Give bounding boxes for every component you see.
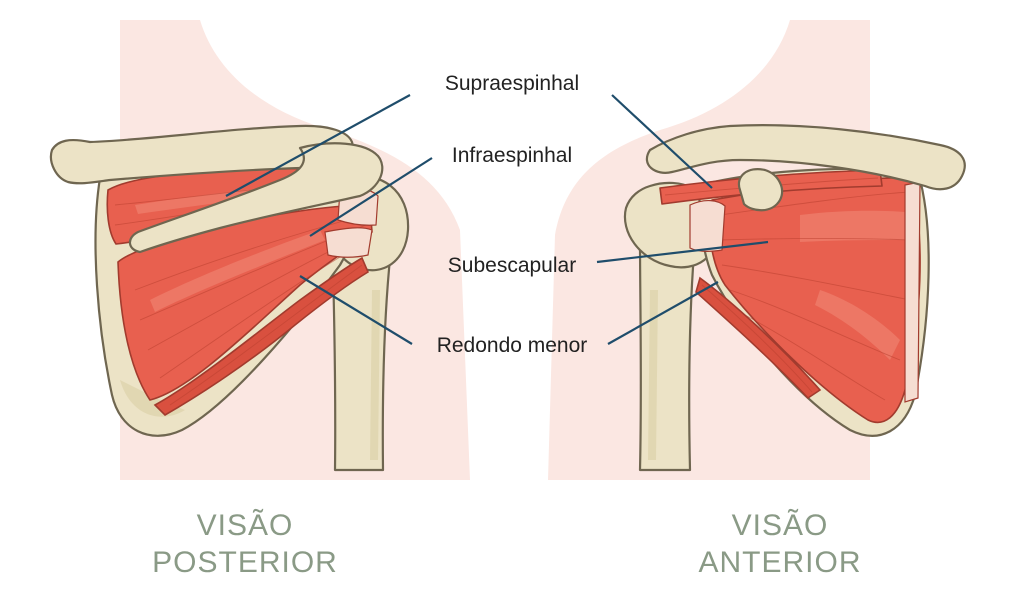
leader-teres-minor-posterior bbox=[299, 275, 413, 345]
label-infraspinatus: Infraespinhal bbox=[452, 144, 572, 167]
anterior-humerus bbox=[623, 181, 720, 472]
view-captions: VISÃO POSTERIOR VISÃO ANTERIOR bbox=[152, 508, 861, 579]
anterior-teres-minor-muscle bbox=[695, 276, 822, 400]
caption-posterior-line2: POSTERIOR bbox=[152, 546, 338, 579]
leader-supraspinatus-posterior bbox=[225, 94, 411, 197]
leader-infraspinatus bbox=[309, 157, 433, 237]
anterior-subscapularis-muscle bbox=[689, 176, 921, 424]
posterior-clavicle-acromion bbox=[49, 124, 384, 254]
posterior-teres-minor-muscle bbox=[153, 256, 370, 416]
leader-lines bbox=[225, 94, 769, 345]
caption-anterior-line1: VISÃO bbox=[732, 508, 829, 542]
posterior-view bbox=[49, 124, 410, 472]
posterior-infraspinatus-muscle bbox=[117, 204, 373, 401]
anterior-view bbox=[623, 124, 966, 472]
anterior-clavicle-coracoid bbox=[645, 124, 966, 212]
leader-subscapularis bbox=[596, 240, 769, 264]
caption-anterior-line2: ANTERIOR bbox=[698, 546, 861, 579]
label-supraspinatus: Supraespinhal bbox=[445, 72, 579, 95]
leader-teres-minor-anterior bbox=[607, 281, 719, 345]
caption-posterior-line1: VISÃO bbox=[197, 508, 294, 542]
leader-supraspinatus-anterior bbox=[611, 94, 713, 189]
muscle-labels: Supraespinhal Infraespinhal Subescapular… bbox=[437, 72, 588, 357]
label-subscapularis: Subescapular bbox=[448, 254, 576, 277]
label-teres-minor: Redondo menor bbox=[437, 334, 588, 357]
